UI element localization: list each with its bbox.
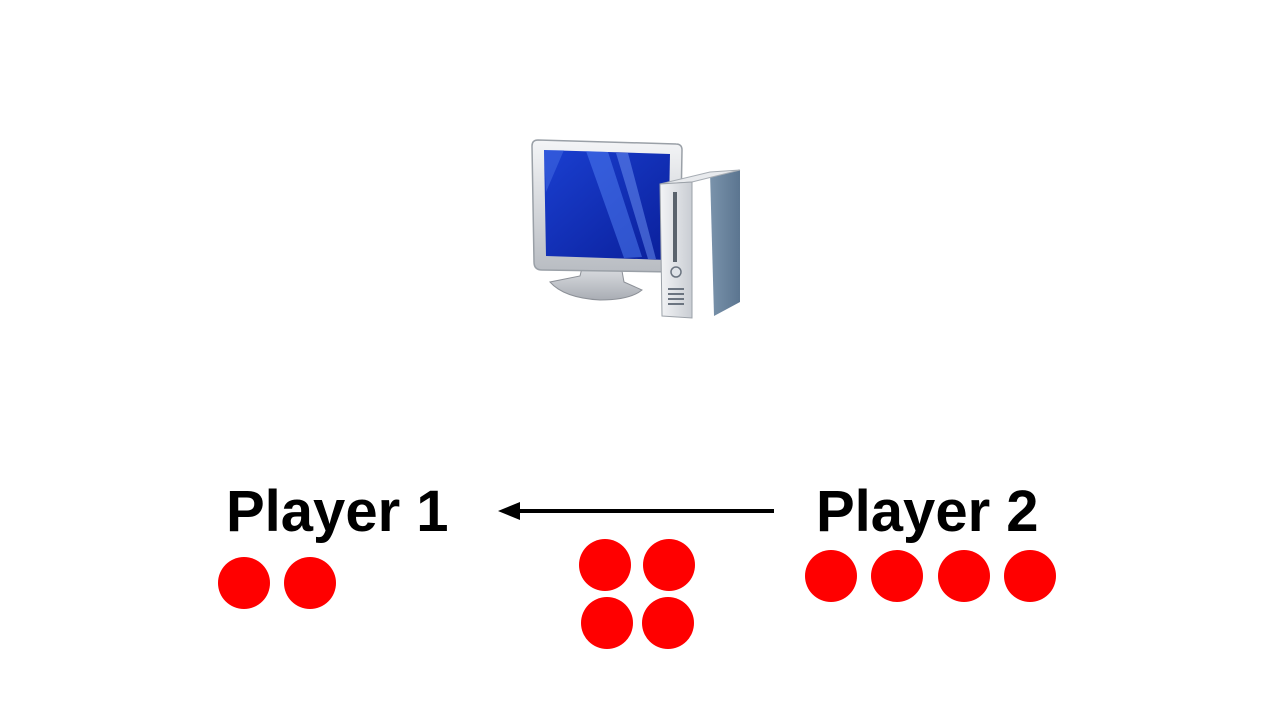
transfer-token	[643, 539, 695, 591]
player-1-label: Player 1	[226, 479, 449, 544]
transfer-token	[581, 597, 633, 649]
player-1-token	[284, 557, 336, 609]
transfer-token	[642, 597, 694, 649]
player-2-token	[805, 550, 857, 602]
player-2-token	[1004, 550, 1056, 602]
player-2-label: Player 2	[816, 479, 1039, 544]
player-2-token	[871, 550, 923, 602]
transfer-token	[579, 539, 631, 591]
player-2-token	[938, 550, 990, 602]
player-1-token	[218, 557, 270, 609]
desktop-computer-icon	[531, 139, 741, 319]
transfer-arrow	[498, 502, 774, 520]
